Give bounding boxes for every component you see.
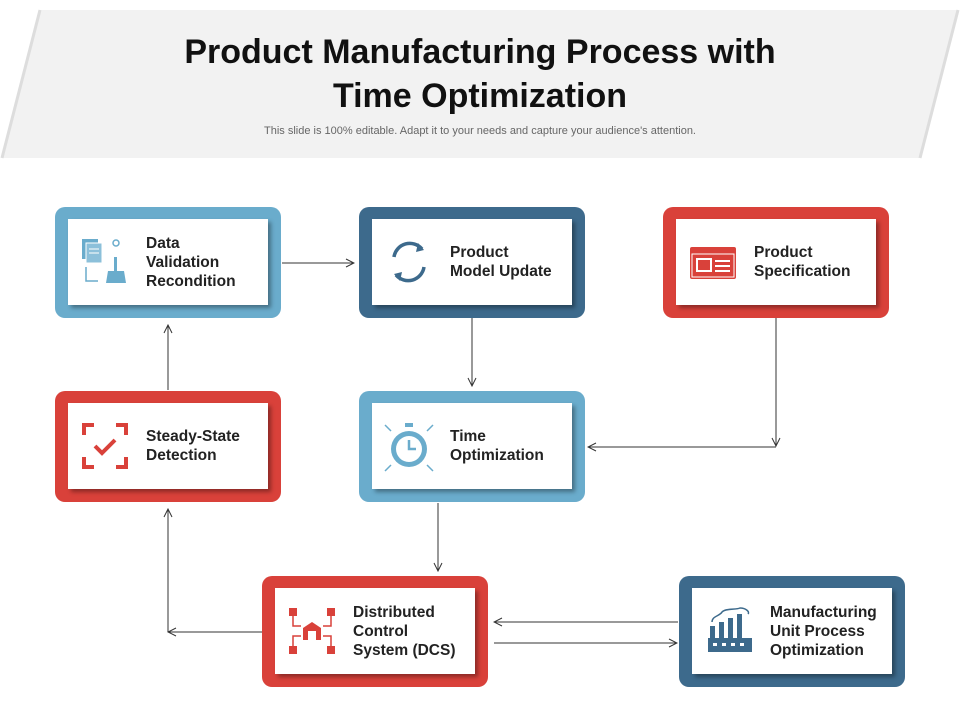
- node-label: Distributed Control System (DCS): [353, 603, 456, 659]
- node-label: Product Specification: [754, 244, 851, 280]
- node-card: Distributed Control System (DCS): [275, 588, 475, 674]
- node-product-specification: Product Specification: [663, 207, 889, 318]
- factory-icon: [708, 607, 752, 652]
- title-line-1: Product Manufacturing Process with: [184, 33, 776, 71]
- header-background: [0, 9, 960, 159]
- node-card: Product Specification: [676, 219, 876, 305]
- node-label: Manufacturing Unit Process Optimization: [770, 603, 877, 659]
- node-label: Time Optimization: [450, 428, 544, 464]
- node-manufacturing-unit: Manufacturing Unit Process Optimization: [679, 576, 905, 687]
- document-broom-icon: [82, 239, 126, 283]
- network-boxes-icon: [289, 608, 335, 654]
- refresh-icon: [392, 241, 426, 283]
- node-label: Data Validation Recondition: [146, 234, 236, 290]
- node-card: Manufacturing Unit Process Optimization: [692, 588, 892, 674]
- node-card: Time Optimization: [372, 403, 572, 489]
- stopwatch-icon: [384, 423, 434, 472]
- node-steady-state-detection: Steady-State Detection: [55, 391, 281, 502]
- node-card: Data Validation Recondition: [68, 219, 268, 305]
- title-line-2: Time Optimization: [332, 77, 628, 115]
- node-product-model-update: Product Model Update: [359, 207, 585, 318]
- node-dcs: Distributed Control System (DCS): [262, 576, 488, 687]
- node-card: Product Model Update: [372, 219, 572, 305]
- node-time-optimization: Time Optimization: [359, 391, 585, 502]
- node-label: Steady-State Detection: [146, 428, 240, 464]
- node-data-validation: Data Validation Recondition: [55, 207, 281, 318]
- browser-window-icon: [690, 247, 736, 279]
- focus-check-icon: [82, 423, 128, 469]
- subtitle: This slide is 100% editable. Adapt it to…: [264, 125, 696, 137]
- node-label: Product Model Update: [450, 244, 552, 280]
- node-card: Steady-State Detection: [68, 403, 268, 489]
